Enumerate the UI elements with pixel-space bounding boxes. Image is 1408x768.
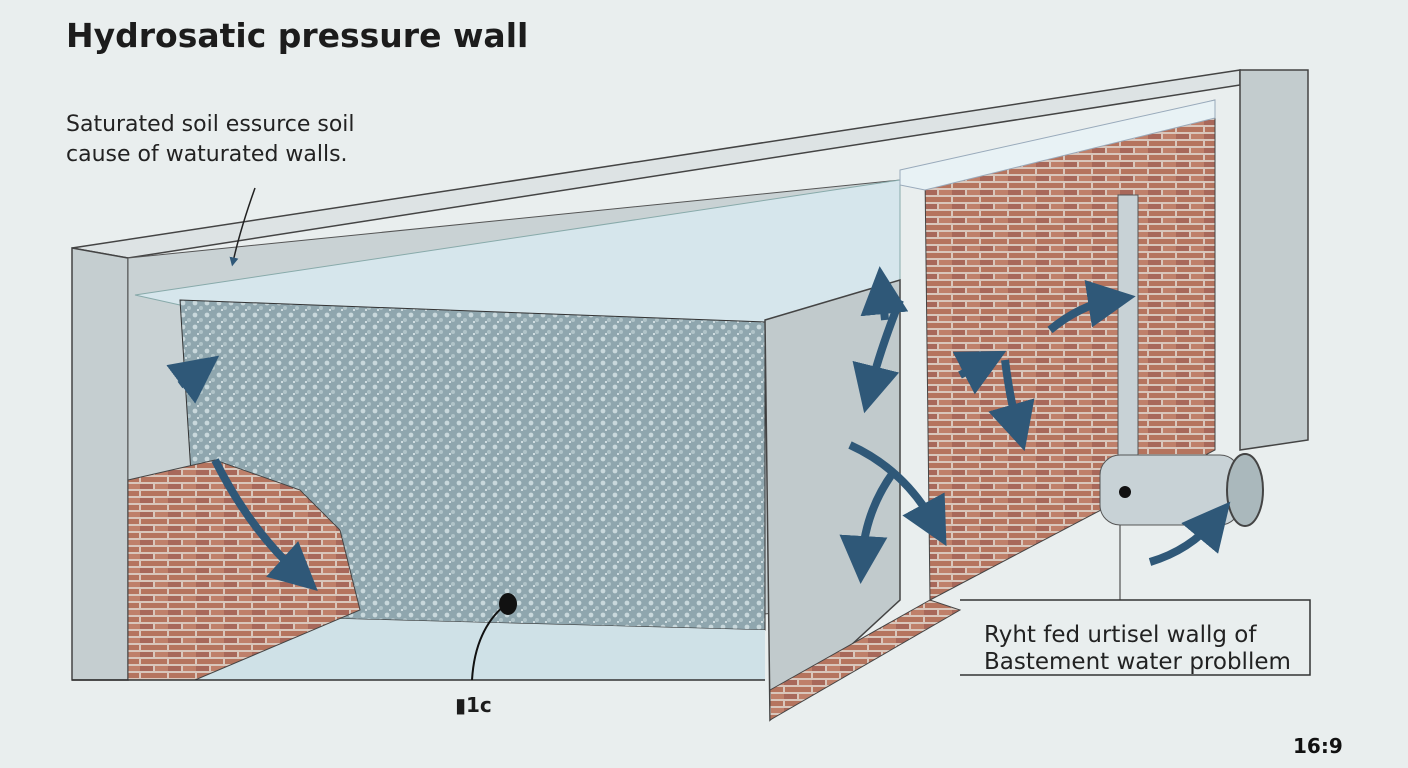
marker-leader [471, 604, 506, 681]
arrow-icon [988, 359, 1035, 452]
marker-label: ▮1c [455, 693, 492, 717]
leak-point [499, 593, 517, 615]
caption: Saturated soil essurce soil cause of wat… [66, 110, 355, 170]
pipe-hole [1119, 486, 1131, 498]
callout-line-2: Bastement water probllem [984, 649, 1291, 675]
battery-icon: ▮ [455, 693, 467, 717]
marker-label-text: 1c [466, 693, 492, 717]
arrow-icon [1148, 501, 1231, 566]
callout-line-1: Ryht fed urtisel wallg of [984, 622, 1257, 648]
concrete-right-wall [1239, 69, 1309, 451]
arrow-icon [211, 458, 318, 592]
aspect-ratio-label: 16:9 [1293, 734, 1343, 758]
pipe-opening [1226, 453, 1264, 527]
callout-text: Ryht fed urtisel wallg of Bastement wate… [984, 622, 1291, 676]
callout-box [960, 599, 1311, 676]
concrete-left-wall [71, 247, 129, 681]
page-title: Hydrosatic pressure wall [66, 16, 529, 55]
arrow-icon [952, 350, 1007, 395]
pressure-arrows [166, 266, 1231, 592]
vertical-pipe [1117, 194, 1139, 476]
arrow-icon [166, 355, 220, 404]
arrow-icon [860, 266, 909, 321]
ice-cap [899, 99, 1216, 191]
brick-footing [769, 599, 962, 721]
arrow-icon [848, 441, 947, 547]
arrow-icon [839, 467, 899, 584]
caption-line-1: Saturated soil essurce soil [66, 112, 355, 137]
caption-line-2: cause of waturated walls. [66, 142, 348, 167]
pooled-water [180, 615, 765, 680]
caption-leader [229, 187, 256, 267]
arrow-icon [1047, 280, 1136, 334]
